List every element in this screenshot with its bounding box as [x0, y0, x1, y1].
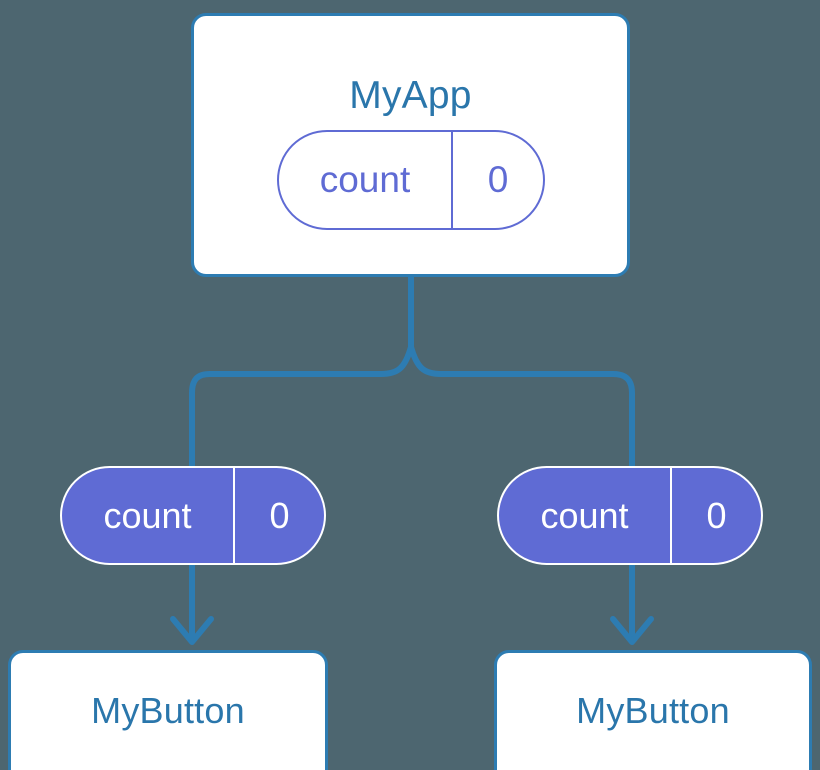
component-label-mybutton-left: MyButton	[91, 690, 245, 731]
state-pill-root-value: 0	[487, 159, 509, 200]
state-pill-left[interactable]: count 0	[60, 466, 326, 565]
branch-connector-right	[408, 344, 635, 469]
down-arrow-icon-left	[170, 616, 214, 645]
component-label-myapp: MyApp	[349, 74, 472, 117]
state-pill-root[interactable]: count 0	[277, 130, 545, 230]
component-label-mybutton-right: MyButton	[576, 690, 730, 731]
component-box-mybutton-left[interactable]: MyButton	[8, 650, 328, 770]
branch-connector-left	[189, 344, 414, 469]
state-pill-left-key: count	[62, 468, 235, 563]
state-pill-right-key: count	[499, 468, 672, 563]
state-pill-right-value: 0	[706, 494, 727, 536]
state-pill-right[interactable]: count 0	[497, 466, 763, 565]
component-box-mybutton-right[interactable]: MyButton	[494, 650, 812, 770]
state-pill-root-key: count	[279, 132, 453, 228]
down-arrow-icon-right	[610, 616, 654, 645]
state-pill-left-value: 0	[269, 494, 290, 536]
